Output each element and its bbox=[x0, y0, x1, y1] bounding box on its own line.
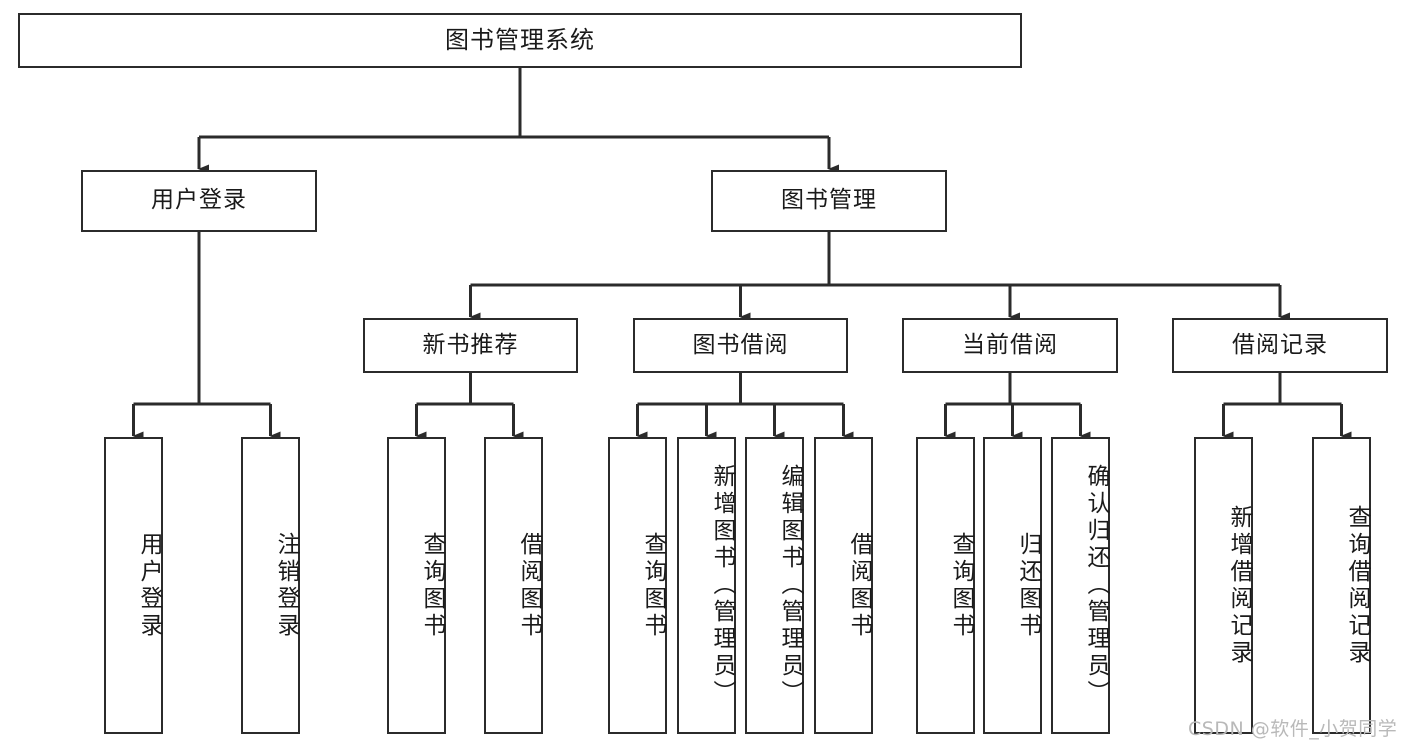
node-user-login[interactable]: 用户登录 bbox=[81, 170, 317, 232]
leaf-return-book[interactable]: 归还图书 bbox=[983, 437, 1042, 734]
node-borrow-record[interactable]: 借阅记录 bbox=[1172, 318, 1388, 373]
leaf-user-login[interactable]: 用户登录 bbox=[104, 437, 163, 734]
leaf-add-record[interactable]: 新增借阅记录 bbox=[1194, 437, 1253, 734]
csdn-watermark: CSDN @软件_小贺同学 bbox=[1188, 718, 1398, 740]
leaf-query-book-3[interactable]: 查询图书 bbox=[916, 437, 975, 734]
leaf-borrow-book-2[interactable]: 借阅图书 bbox=[814, 437, 873, 734]
leaf-edit-book[interactable]: 编辑图书（管理员） bbox=[745, 437, 804, 734]
leaf-add-book[interactable]: 新增图书（管理员） bbox=[677, 437, 736, 734]
node-book-borrow[interactable]: 图书借阅 bbox=[633, 318, 848, 373]
leaf-query-book-1[interactable]: 查询图书 bbox=[387, 437, 446, 734]
leaf-borrow-book-1[interactable]: 借阅图书 bbox=[484, 437, 543, 734]
leaf-query-book-2[interactable]: 查询图书 bbox=[608, 437, 667, 734]
node-book-manage[interactable]: 图书管理 bbox=[711, 170, 947, 232]
node-new-book-recommend[interactable]: 新书推荐 bbox=[363, 318, 578, 373]
node-root[interactable]: 图书管理系统 bbox=[18, 13, 1022, 68]
leaf-logout[interactable]: 注销登录 bbox=[241, 437, 300, 734]
leaf-confirm-return[interactable]: 确认归还（管理员） bbox=[1051, 437, 1110, 734]
node-current-borrow[interactable]: 当前借阅 bbox=[902, 318, 1118, 373]
leaf-query-record[interactable]: 查询借阅记录 bbox=[1312, 437, 1371, 734]
